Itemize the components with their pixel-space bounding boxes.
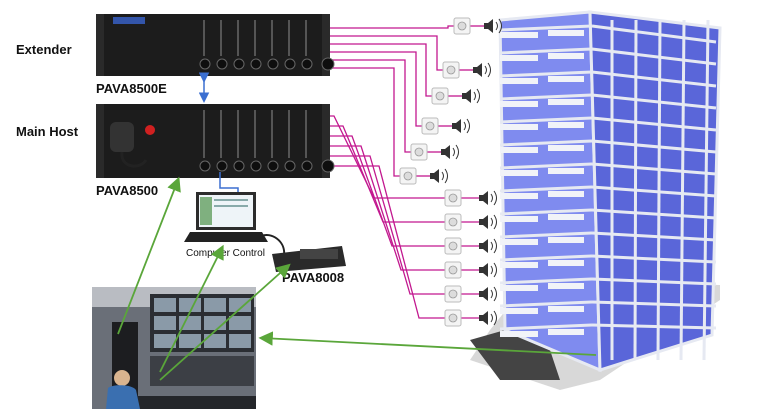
laptop-icon [184, 192, 268, 242]
speaker-icon [444, 285, 497, 303]
control-room-photo [92, 287, 256, 409]
speaker-icon [444, 213, 497, 231]
handheld-mic-icon [110, 122, 134, 152]
speaker-icon [431, 87, 480, 105]
extender-amplifier [96, 14, 335, 76]
speaker-icon [444, 189, 497, 207]
speaker-icon [444, 237, 497, 255]
speaker-icon [421, 117, 470, 135]
speaker-icon [442, 61, 491, 79]
speaker-icon [444, 261, 497, 279]
mic-model-label: PAVA8008 [282, 270, 345, 285]
main-host-label: Main Host [16, 124, 79, 139]
building-icon [470, 10, 722, 390]
host-model-label: PAVA8500 [96, 183, 159, 198]
extender-model-label: PAVA8500E [96, 81, 167, 96]
speaker-icon [444, 309, 497, 327]
speaker-icon [410, 143, 459, 161]
speaker-icon [399, 167, 448, 185]
speaker-icon [453, 17, 502, 35]
paging-mic-icon [261, 234, 346, 272]
host-amplifier [96, 104, 335, 178]
computer-control-label: Computer Control [186, 248, 265, 259]
extender-label: Extender [16, 42, 72, 57]
